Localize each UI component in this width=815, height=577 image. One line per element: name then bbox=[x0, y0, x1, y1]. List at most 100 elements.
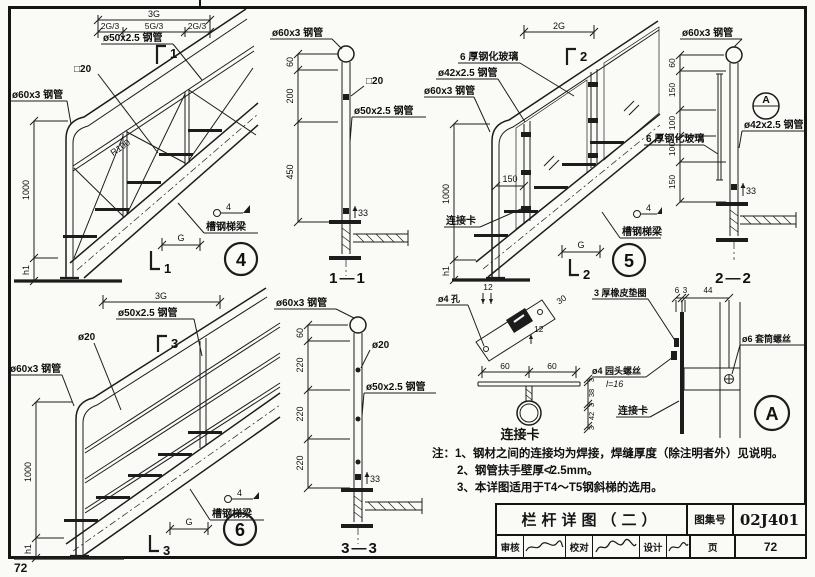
proof-signature bbox=[593, 536, 639, 557]
title-block: 栏杆详图（二） 图集号 02J401 审核 校对 设计 页 72 bbox=[495, 503, 807, 559]
proof-label: 校对 bbox=[564, 536, 594, 557]
signature-scribble bbox=[668, 541, 689, 551]
pipe50-label: ø50x2.5 钢管 bbox=[101, 31, 203, 81]
bubble-number: 5 bbox=[624, 251, 634, 271]
drawing-6-horizontal-rail-elevation: 3G ø50x2.5 钢管 ø20 3 3 ø60x3 钢管 bbox=[8, 287, 281, 563]
detail-marker-a: A bbox=[752, 92, 780, 120]
label-square20: □20 bbox=[74, 64, 92, 75]
notes-prefix: 注： bbox=[432, 448, 455, 460]
label-connection-clip: 连接卡 bbox=[618, 404, 648, 417]
side-dimension-chain: 3 38 3 42 3 bbox=[583, 374, 596, 434]
label-pipe42: ø42x2.5 钢管 bbox=[744, 118, 803, 131]
section-title: 1—1 bbox=[329, 270, 367, 287]
dim-6: 6 bbox=[675, 286, 680, 295]
review-label: 审核 bbox=[497, 536, 525, 557]
weld-symbol: 4 bbox=[213, 202, 250, 217]
handrail-and-post bbox=[486, 20, 660, 280]
dim-12a: 12 bbox=[483, 282, 493, 292]
label-pipe60: ø60x3 钢管 bbox=[682, 26, 733, 39]
beam-mount bbox=[716, 202, 797, 260]
top-dimension-chain: 3G 2G/3 5G/3 2G/3 bbox=[93, 9, 215, 38]
beam-mount bbox=[341, 488, 423, 544]
dim-1000: 1000 bbox=[21, 180, 31, 200]
label-square20: □20 bbox=[366, 76, 384, 87]
dim-3c: 3 bbox=[587, 426, 596, 430]
intermediate-posts bbox=[122, 89, 190, 218]
square-bar-label: □20 bbox=[74, 64, 159, 154]
sleeve-assembly bbox=[683, 367, 741, 391]
dim-5g3: 5G/3 bbox=[145, 21, 164, 31]
bar20-label: ø20 bbox=[360, 340, 390, 369]
general-notes: 注：1、钢材之间的连接均为焊接，焊缝厚度（除注明者外）见说明。 2、钢管扶手壁厚… bbox=[432, 446, 812, 497]
stair-stringer bbox=[14, 392, 281, 560]
cut-mark-3-bottom: 3 bbox=[163, 543, 170, 558]
label-sleeve-screw: ø6 套筒螺丝 bbox=[742, 333, 791, 344]
section-title: 3—3 bbox=[341, 540, 379, 557]
section-1-1: ø60x3 钢管 60 200 450 □20 ø50x2.5 钢管 bbox=[270, 26, 426, 287]
left-dimension-chain: 1000 h1 bbox=[21, 116, 68, 286]
cut-mark-1-bottom: 1 bbox=[164, 261, 171, 276]
label-hole4: ø4 孔 bbox=[438, 293, 460, 304]
clip-detail-title: 连接卡 bbox=[500, 427, 539, 442]
review-signature bbox=[524, 536, 565, 557]
label-pipe50: ø50x2.5 钢管 bbox=[354, 104, 413, 117]
post-section bbox=[337, 45, 355, 222]
label-rubber-washer: 3 厚橡皮垫圈 bbox=[594, 287, 647, 298]
detail-letter: A bbox=[762, 94, 770, 106]
design-signature bbox=[667, 536, 689, 557]
clip-strap-side bbox=[477, 381, 581, 426]
tread-spacing-dim: G bbox=[165, 517, 213, 535]
dim-3g: 3G bbox=[148, 9, 160, 19]
dim-30: 30 bbox=[555, 293, 569, 307]
note-line-3: 3、本详图适用于T4～T5钢斜梯的选用。 bbox=[432, 480, 812, 497]
dimension-chain: 60 200 450 bbox=[285, 49, 338, 227]
note-line-2: 2、钢管扶手壁厚≮2.5mm。 bbox=[432, 463, 812, 480]
note-2-text: 2、钢管扶手壁厚≮2.5mm。 bbox=[457, 465, 599, 477]
clip-bar bbox=[680, 312, 684, 434]
post-section bbox=[725, 46, 743, 202]
pipe60-label: ø60x3 钢管 bbox=[274, 296, 355, 319]
dim-60: 60 bbox=[285, 57, 295, 67]
title-block-row-1: 栏杆详图（二） 图集号 02J401 bbox=[497, 505, 805, 534]
stair-stringer bbox=[14, 102, 259, 283]
registration-tick bbox=[199, 0, 201, 7]
dim-1000: 1000 bbox=[23, 462, 33, 482]
label-pipe60: ø60x3 钢管 bbox=[276, 296, 327, 309]
label-glass: 6 厚钢化玻璃 bbox=[646, 132, 704, 145]
square-bar-marker: □20 bbox=[343, 76, 384, 100]
tread-spacing-dim: G bbox=[157, 233, 205, 251]
drawing-4-railing-x-brace-elevation: 3G 2G/3 5G/3 2G/3 bbox=[10, 8, 259, 286]
dim-60-60: 60 60 bbox=[477, 361, 581, 378]
glass-panels bbox=[515, 26, 660, 230]
dim-33: 33 bbox=[370, 474, 380, 484]
dim-150: 150 bbox=[502, 174, 517, 184]
dim-h1: h1 bbox=[23, 544, 33, 554]
detail-a: 6 3 44 3 厚橡皮垫圈 ø4 园头螺丝 l=16 连接卡 ø6 套筒螺丝 … bbox=[592, 286, 806, 438]
label-d20: ø20 bbox=[372, 340, 390, 351]
hole-label: ø4 孔 bbox=[436, 293, 485, 347]
dim-220a: 220 bbox=[295, 357, 305, 372]
label-pipe50: ø50x2.5 钢管 bbox=[103, 31, 162, 44]
detail-bubble-4: 4 bbox=[223, 241, 259, 277]
cut-mark-2-top: 2 bbox=[580, 49, 587, 64]
signature-scribble bbox=[525, 539, 564, 551]
dim-1000: 1000 bbox=[441, 184, 451, 204]
top-dimension: 6 3 44 bbox=[671, 286, 734, 368]
handrail-and-post bbox=[70, 287, 268, 558]
pipe50-label: ø50x2.5 钢管 bbox=[349, 104, 426, 143]
note-3-text: 3、本详图适用于T4～T5钢斜梯的选用。 bbox=[457, 482, 663, 494]
label-pipe50: ø50x2.5 钢管 bbox=[366, 380, 425, 393]
corner-page-number: 72 bbox=[14, 561, 28, 575]
label-glass: 6 厚钢化玻璃 bbox=[460, 50, 518, 63]
pipe42-label: ø42x2.5 钢管 bbox=[436, 66, 526, 123]
note-line-1: 注：1、钢材之间的连接均为焊接，焊缝厚度（除注明者外）见说明。 bbox=[432, 446, 812, 463]
dimension-chain: 60 220 220 220 bbox=[295, 320, 350, 493]
cut-mark-3-top: 3 bbox=[171, 336, 178, 351]
dim-g: G bbox=[185, 517, 192, 527]
dim-3b: 3 bbox=[587, 403, 596, 407]
pipe60-label: ø60x3 钢管 bbox=[10, 88, 72, 125]
dim-3g: 3G bbox=[155, 291, 167, 301]
section-cut-2: 2 2 bbox=[565, 47, 590, 282]
dim-60: 60 bbox=[295, 328, 305, 338]
dim-h1: h1 bbox=[441, 266, 451, 276]
